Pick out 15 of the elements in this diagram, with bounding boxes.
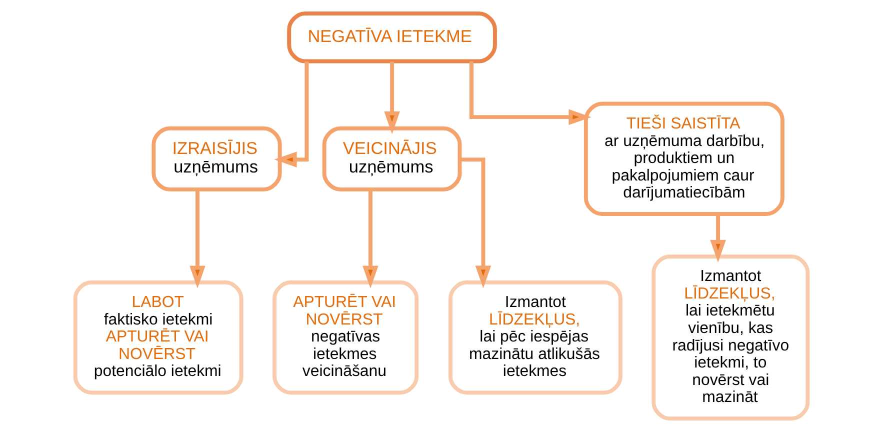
arrow xyxy=(274,62,308,168)
node-box: Izmantot LĪDZEKĻUS, lai ietekmētu vienību, kas radījusi negatīvo ietekmi, to novērst vai mazināt xyxy=(651,254,810,420)
arrow xyxy=(384,61,400,134)
arrow xyxy=(362,190,378,288)
arrow xyxy=(469,61,591,125)
node-box: TIEŠI SAISTĪTA ar uzņēmuma darbību, produktiem un pakalpojumiem caur darījumatiecībām xyxy=(583,102,784,216)
node-box: LABOT faktisko ietekmi APTURĒT VAI NOVĒRST potenciālo ietekmi xyxy=(72,280,243,395)
arrow xyxy=(189,190,205,288)
arrow xyxy=(710,214,726,262)
node-box: VEICINĀJIS uzņēmums xyxy=(322,126,462,192)
arrow xyxy=(460,158,491,288)
node-box: NEGATĪVA IETEKME xyxy=(286,12,496,64)
node-box: IZRAISĪJIS uzņēmums xyxy=(151,126,282,192)
node-box: Izmantot LĪDZEKĻUS, lai pēc iespējas mazinātu atlikušās ietekmes xyxy=(448,280,622,395)
node-box: APTURĒT VAI NOVĒRST negatīvas ietekmes veicināšanu xyxy=(272,280,418,395)
